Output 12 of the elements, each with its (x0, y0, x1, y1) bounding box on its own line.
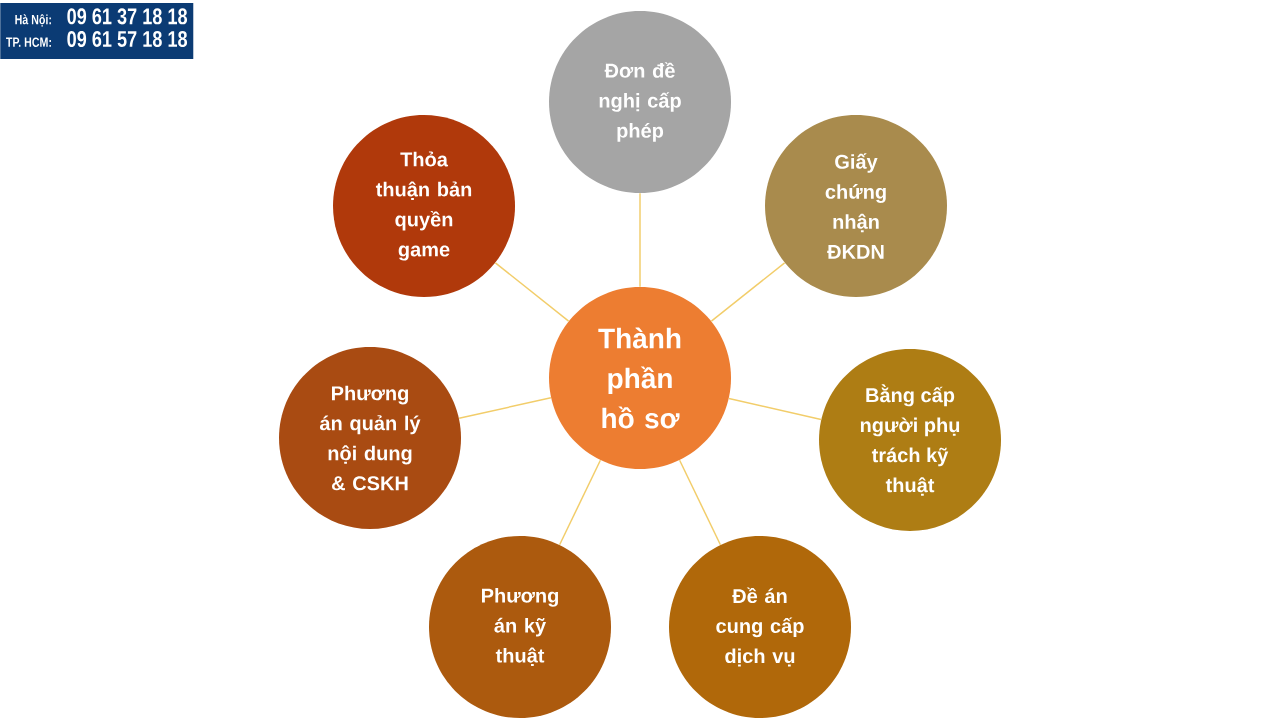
connector-line (494, 262, 570, 322)
connector-line (458, 397, 552, 419)
city-label: TP. HCM: (6, 37, 51, 47)
phone-number: 09 61 37 18 18 (67, 8, 188, 25)
connector-line (710, 262, 786, 322)
connector-line (728, 397, 822, 421)
city-label: Hà Nội: (15, 14, 51, 27)
connector-line (558, 459, 602, 546)
connector-line (639, 192, 641, 288)
contact-banner (0, 2, 194, 59)
phone-number: 09 61 57 18 18 (67, 30, 188, 48)
connector-line (678, 459, 722, 546)
